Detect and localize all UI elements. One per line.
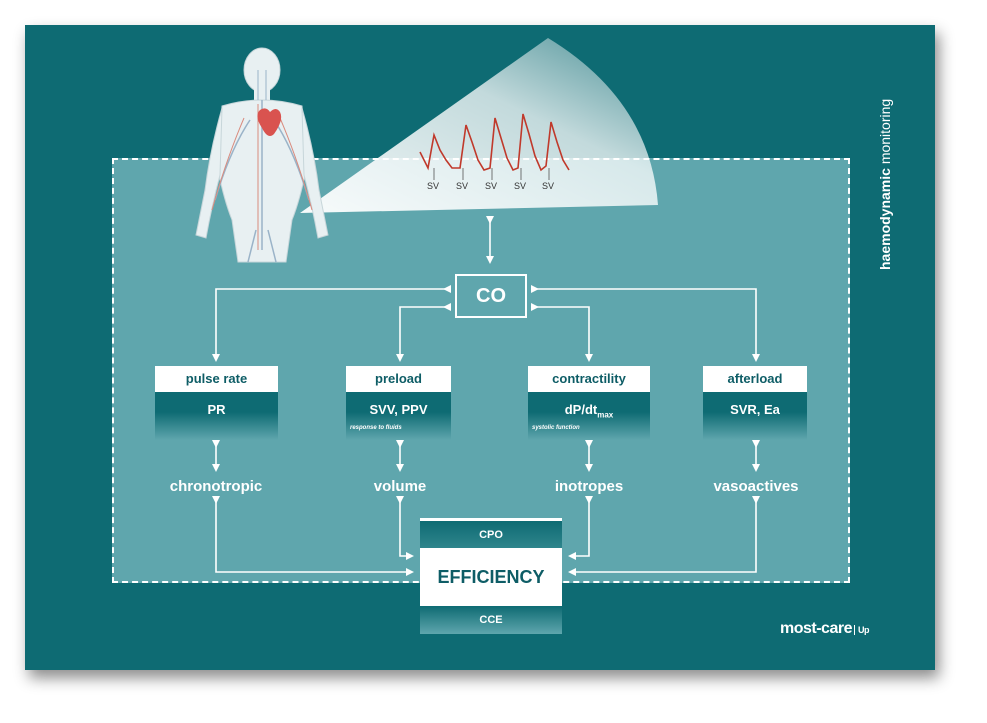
box-value: SVV, PPV [369,402,428,417]
sv-label: SV [427,181,440,191]
target-volume: volume [373,478,427,495]
vertical-title: haemodynamic monitoring [877,98,893,270]
box-note: response to fluids [350,425,402,431]
target-vasoactives: vasoactives [713,478,799,495]
box-value: PR [207,402,226,417]
connector-arrows [212,216,760,576]
box-heading: contractility [528,366,650,392]
co-box: CO [455,274,527,318]
contractility-box: contractility dP/dtmax systolic function [528,366,650,440]
box-heading: afterload [703,366,807,392]
sv-label: SV [542,181,555,191]
efficiency-label: EFFICIENCY [420,548,562,606]
box-value: SVR, Ea [730,402,780,417]
human-body-icon [195,47,329,263]
magnifier-beam [300,38,658,213]
target-chronotropic: chronotropic [169,478,263,495]
cpo-label: CPO [420,518,562,548]
cce-label: CCE [420,606,562,634]
efficiency-block: CPO EFFICIENCY CCE [420,518,562,634]
box-value: dP/dtmax [564,402,614,420]
pulse-rate-box: pulse rate PR [155,366,278,440]
heart-icon [257,108,282,136]
sv-label: SV [514,181,527,191]
sv-label: SV [485,181,498,191]
target-inotropes: inotropes [554,478,624,495]
box-heading: pulse rate [155,366,278,392]
pressure-waveform [419,113,570,180]
afterload-box: afterload SVR, Ea [703,366,807,440]
sv-label: SV [456,181,469,191]
box-heading: preload [346,366,451,392]
preload-box: preload SVV, PPV response to fluids [346,366,451,440]
box-note: systolic function [532,425,580,431]
